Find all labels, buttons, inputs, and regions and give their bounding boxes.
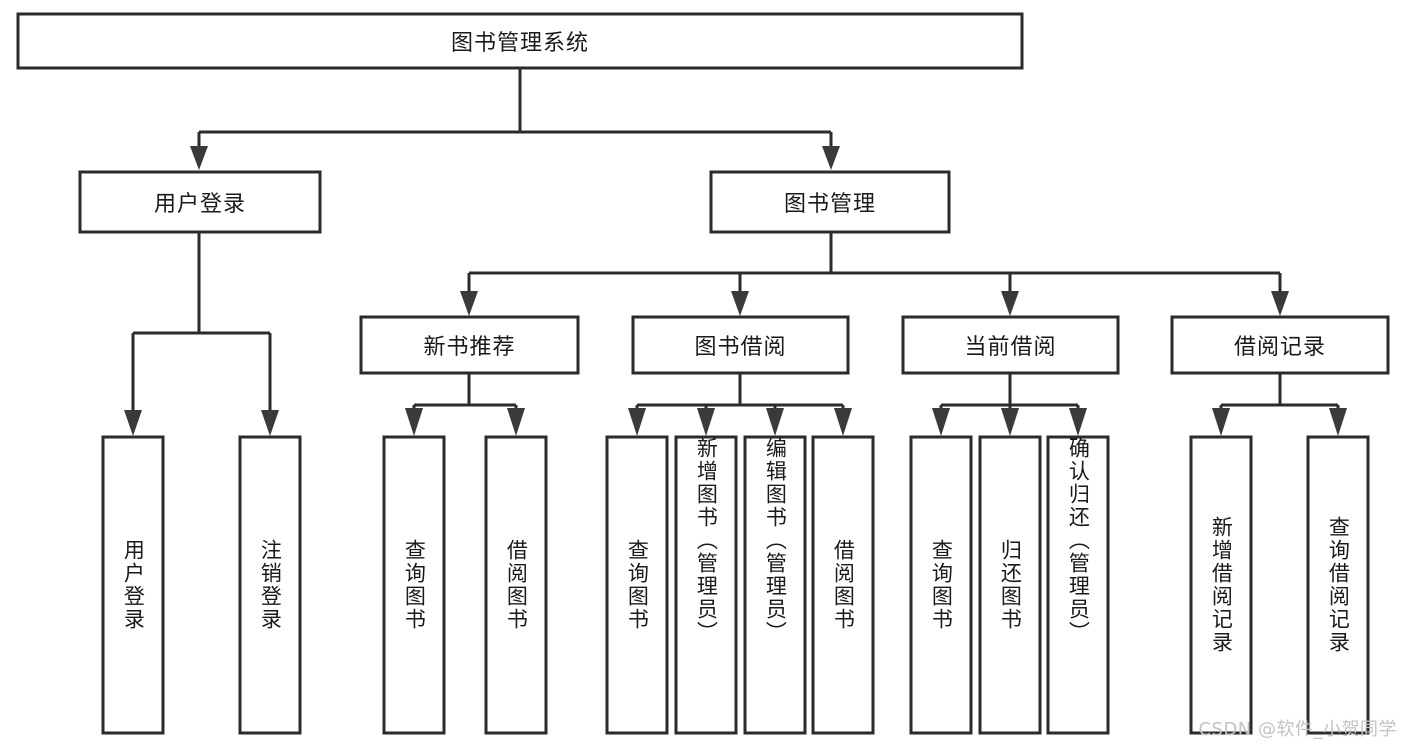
node-box-leaf-currentborrow-3[interactable] — [1046, 435, 1110, 735]
arrow-icon-root-to-user — [190, 146, 208, 170]
node-box-borrow-record[interactable] — [1170, 315, 1390, 375]
arrow-icon-currentborrow-leaf-3 — [1069, 408, 1087, 436]
connector-group-book-manage — [460, 232, 1289, 316]
node-box-book-manage[interactable] — [709, 170, 951, 234]
arrow-icon-book-child-3 — [1001, 291, 1019, 316]
connector-group-book-borrow — [628, 373, 852, 436]
arrow-icon-user-leaf-2 — [261, 410, 279, 436]
watermark-text: CSDN @软件_小贺同学 — [1198, 719, 1397, 740]
node-box-leaf-currentborrow-1[interactable] — [909, 435, 973, 735]
arrow-icon-bookborrow-leaf-3 — [766, 408, 784, 436]
arrow-icon-newbook-leaf-1 — [405, 408, 423, 436]
arrow-icon-book-child-4 — [1271, 291, 1289, 316]
arrow-icon-bookborrow-leaf-4 — [834, 408, 852, 436]
node-box-leaf-bookborrow-4[interactable] — [811, 435, 875, 735]
node-box-user-login[interactable] — [78, 170, 322, 234]
arrow-icon-bookborrow-leaf-1 — [628, 408, 646, 436]
arrow-icon-currentborrow-leaf-2 — [1001, 408, 1019, 436]
node-box-leaf-newbook-1[interactable] — [382, 435, 446, 735]
arrow-icon-newbook-leaf-2 — [507, 408, 525, 436]
arrow-icon-user-leaf-1 — [124, 410, 142, 436]
node-box-leaf-newbook-2[interactable] — [484, 435, 548, 735]
arrow-icon-bookborrow-leaf-2 — [697, 408, 715, 436]
arrow-icon-book-child-2 — [731, 291, 749, 316]
node-box-leaf-bookborrow-3[interactable] — [743, 435, 807, 735]
arrow-icon-borrowrecord-leaf-2 — [1329, 408, 1347, 436]
connector-group-user-login — [124, 232, 279, 436]
connector-group-borrow-record — [1212, 373, 1347, 436]
arrow-icon-borrowrecord-leaf-1 — [1212, 408, 1230, 436]
node-box-new-book-recommend[interactable] — [359, 315, 580, 375]
node-box-book-borrow[interactable] — [631, 315, 850, 375]
node-box-leaf-bookborrow-1[interactable] — [605, 435, 669, 735]
node-box-leaf-currentborrow-2[interactable] — [978, 435, 1042, 735]
node-box-leaf-borrowrecord-2[interactable] — [1306, 435, 1370, 735]
node-box-root[interactable] — [16, 12, 1024, 70]
arrow-icon-book-child-1 — [460, 291, 478, 316]
arrow-icon-currentborrow-leaf-1 — [932, 408, 950, 436]
node-box-leaf-bookborrow-2[interactable] — [674, 435, 738, 735]
connector-group-root — [190, 68, 840, 170]
node-box-leaf-user-1[interactable] — [101, 435, 165, 735]
arrow-icon-root-to-book — [822, 146, 840, 170]
connector-group-current-borrow — [932, 373, 1087, 436]
node-box-leaf-borrowrecord-1[interactable] — [1189, 435, 1253, 735]
node-box-current-borrow[interactable] — [901, 315, 1120, 375]
connector-group-new-book — [405, 373, 525, 436]
node-box-leaf-user-2[interactable] — [238, 435, 302, 735]
